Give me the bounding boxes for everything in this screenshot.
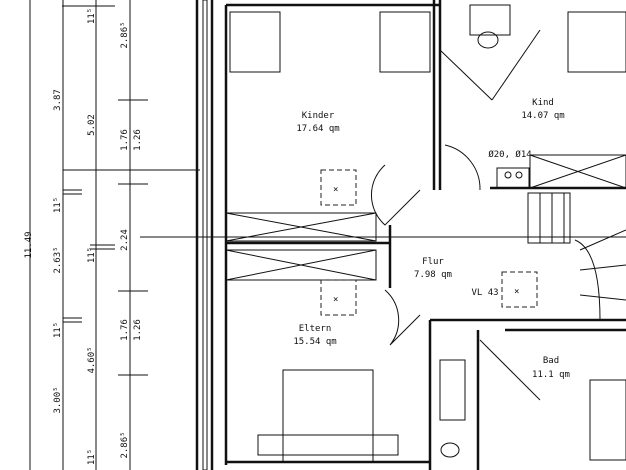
walls <box>140 0 626 470</box>
chimney-label: Ø20, Ø14 <box>488 149 531 160</box>
skylights: × × × <box>320 169 538 316</box>
dim-b3: 11⁵ <box>87 247 97 263</box>
room-bad-area: 11.1 qm <box>532 370 570 380</box>
svg-text:×: × <box>333 295 338 305</box>
room-flur-area: 7.98 qm <box>414 270 452 280</box>
room-kind-area: 14.07 qm <box>521 111 564 121</box>
dim-c6: 1.26 <box>133 319 143 341</box>
staircase <box>527 192 626 321</box>
room-eltern-area: 15.54 qm <box>293 337 336 347</box>
room-eltern-name: Eltern <box>299 324 332 334</box>
cupboards <box>225 154 626 281</box>
dimension-lines <box>29 0 200 470</box>
room-kind-name: Kind <box>532 98 554 108</box>
room-kinder-area: 17.64 qm <box>296 124 339 134</box>
furniture <box>229 4 626 463</box>
dim-a5: 3.00⁵ <box>53 386 63 413</box>
room-labels: Kinder 17.64 qm Kind 14.07 qm Flur 7.98 … <box>293 98 570 380</box>
dim-a3: 2.63⁵ <box>53 246 63 273</box>
dim-b2: 5.02 <box>87 114 97 136</box>
dim-b1: 11⁵ <box>87 8 97 24</box>
skylight-label: VL 43 <box>471 288 498 298</box>
dim-a1: 3.87 <box>53 89 63 111</box>
room-kinder-name: Kinder <box>302 111 335 121</box>
room-bad-name: Bad <box>543 356 559 366</box>
doors <box>371 144 541 401</box>
room-flur-name: Flur <box>422 257 444 267</box>
dim-total: 11.49 <box>24 231 34 258</box>
dim-c7: 2.86⁵ <box>120 431 130 458</box>
dim-b4: 4.60⁵ <box>87 346 97 373</box>
svg-text:×: × <box>514 287 519 297</box>
dim-c2: 1.76 <box>120 129 130 151</box>
dim-c1: 2.86⁵ <box>120 21 130 48</box>
dim-c5: 1.76 <box>120 319 130 341</box>
dim-a4: 11⁵ <box>53 322 63 338</box>
dim-b5: 11⁵ <box>87 449 97 465</box>
dim-c3: 1.26 <box>133 129 143 151</box>
dimension-labels: 11.49 3.87 11⁵ 2.63⁵ 11⁵ 3.00⁵ 11⁵ 5.02 … <box>24 8 143 465</box>
dim-c4: 2.24 <box>120 229 130 251</box>
svg-text:×: × <box>333 185 338 195</box>
dim-a2: 11⁵ <box>53 197 63 213</box>
